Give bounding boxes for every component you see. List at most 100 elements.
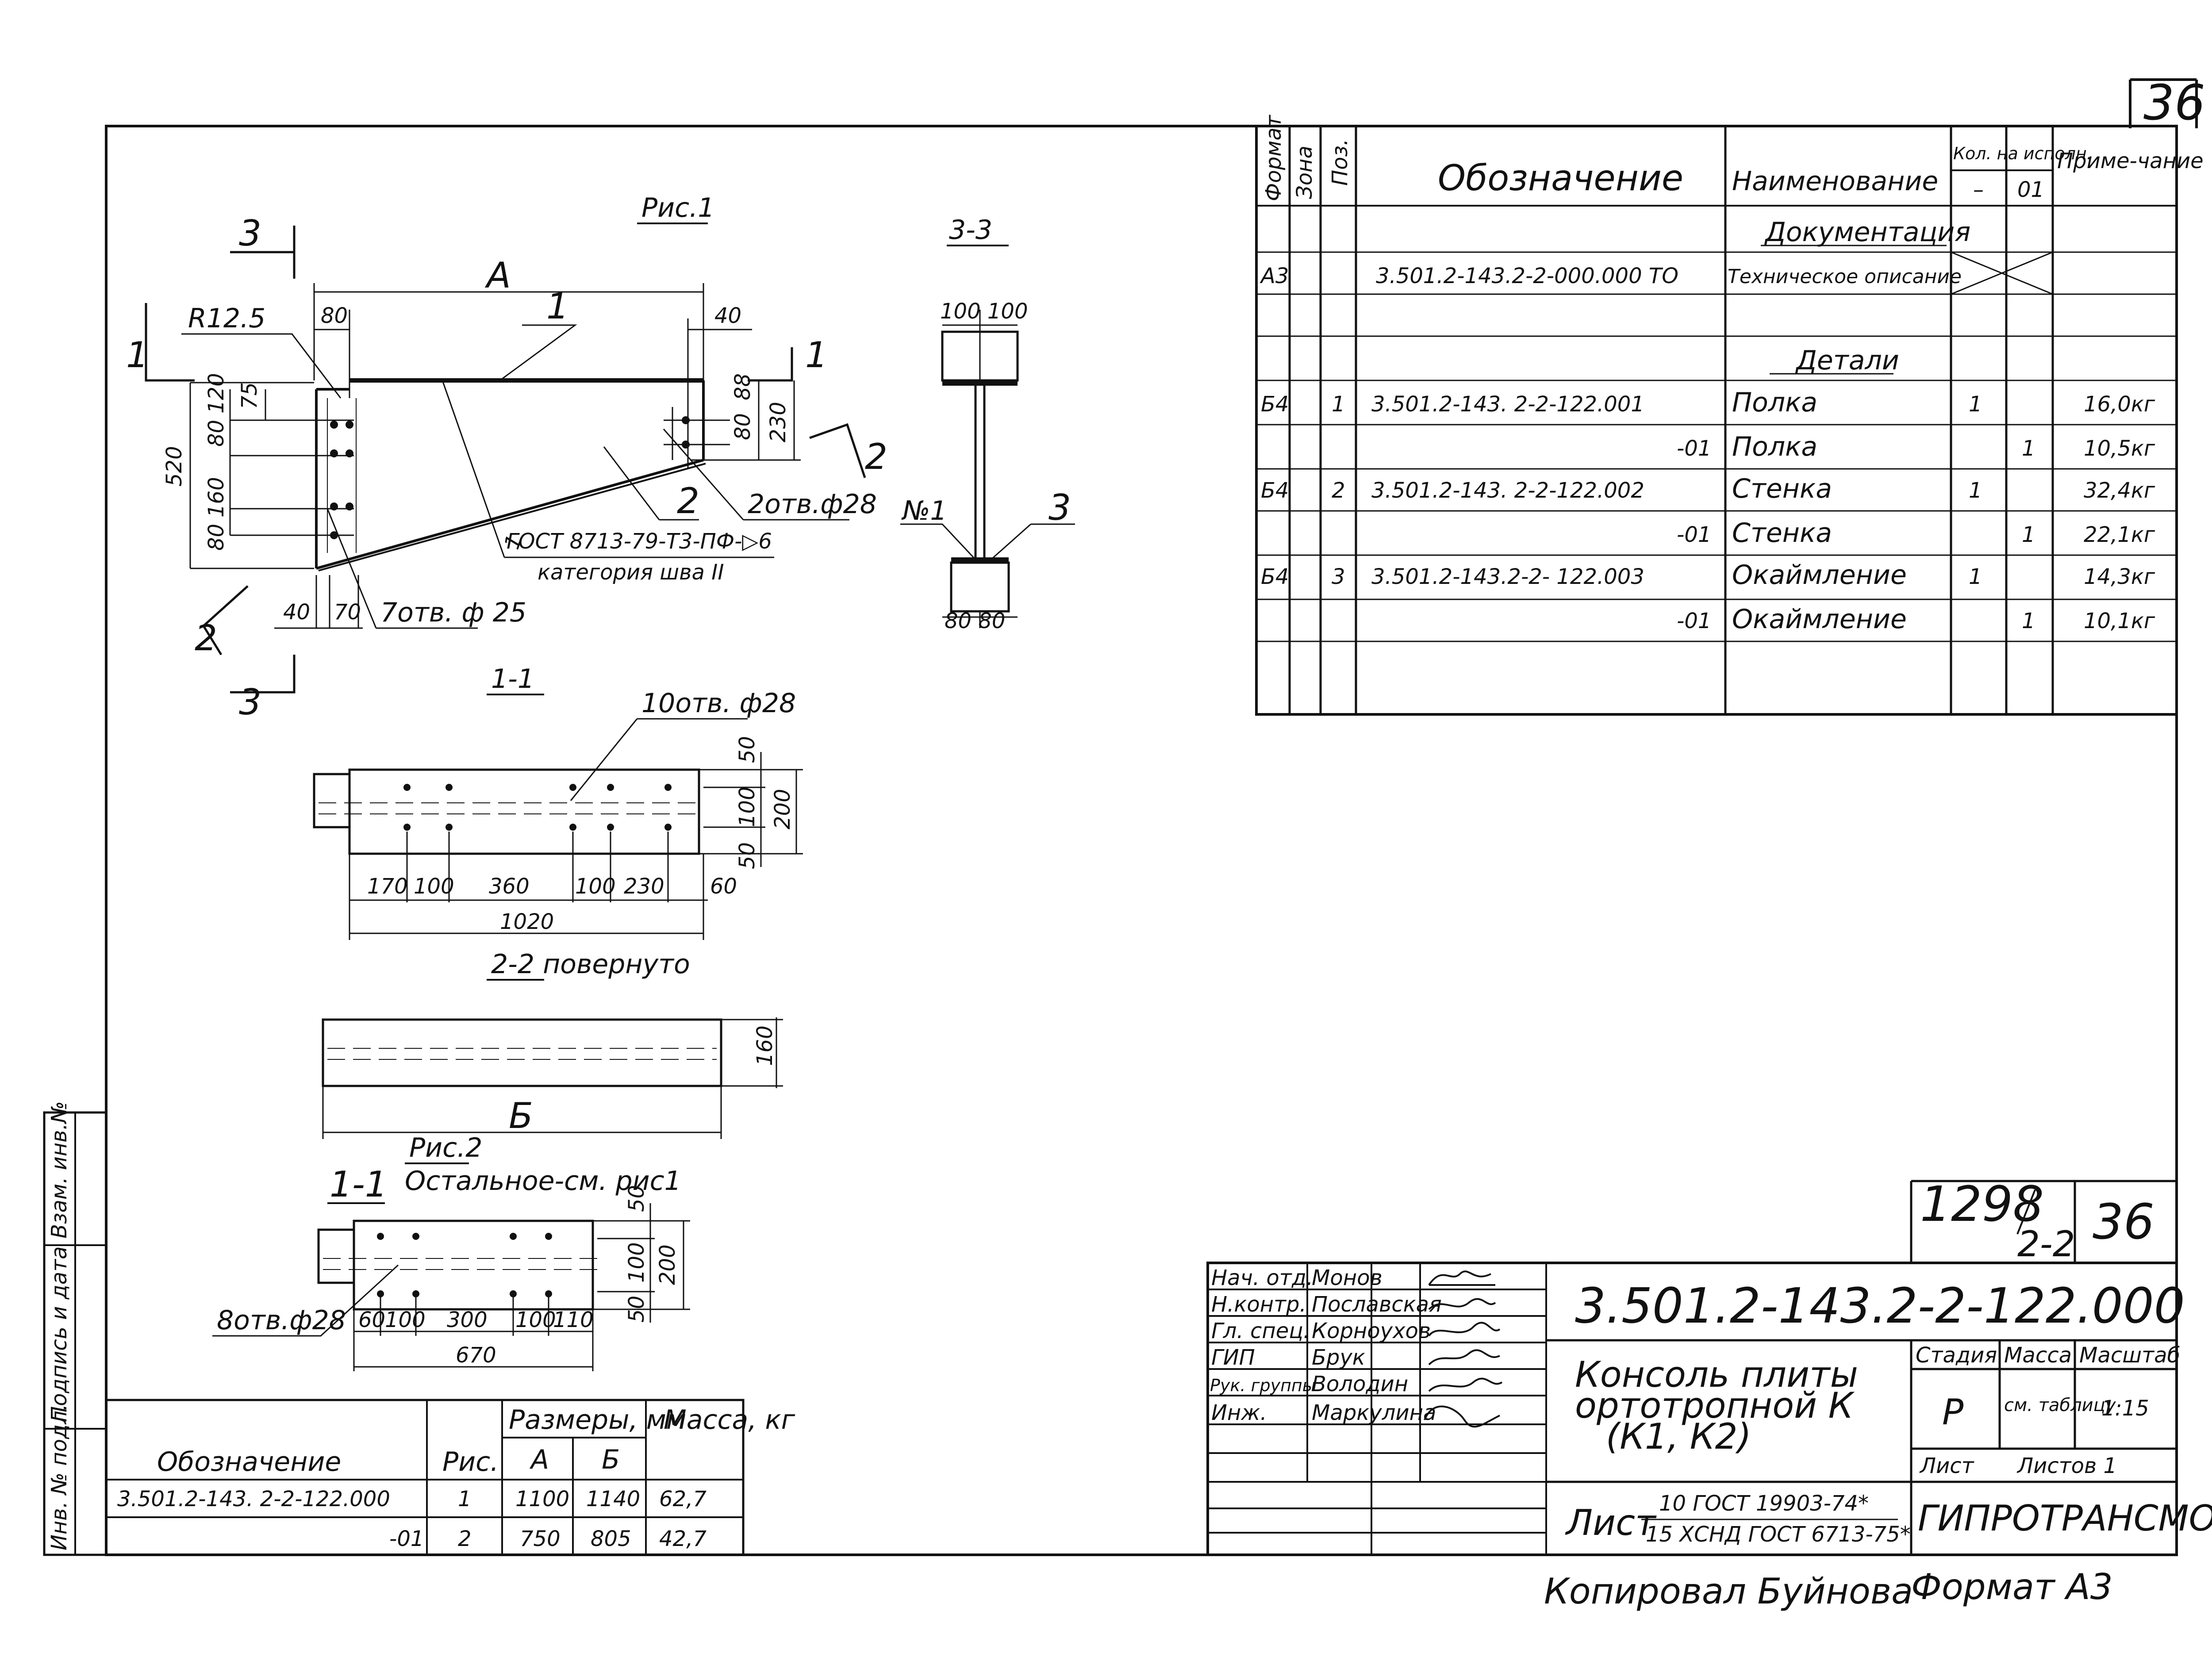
staff-5-name: Маркулина — [1312, 1400, 1436, 1425]
spec-row-9-qty-b: 1 — [2022, 609, 2035, 633]
dim-40-top: 40 — [714, 303, 741, 328]
spec-row-7-note: 22,1кг — [2084, 522, 2155, 547]
dim-230: 230 — [766, 402, 791, 442]
pos-2-label: 2 — [677, 480, 699, 522]
spec-row-8-format: Б4 — [1261, 564, 1289, 589]
dim-520: 520 — [162, 446, 187, 487]
spec-header-note: Приме-чание — [2057, 149, 2204, 173]
title-block-album-sub: 2-2 — [2017, 1224, 2075, 1265]
spec-row-9-note: 10,1кг — [2084, 609, 2155, 633]
size-table: Размеры, мм Масса, кг Обозначение Рис. А… — [105, 1399, 795, 1556]
figure-2-dim-3: 100 — [515, 1308, 556, 1332]
side-stamp-inv: Инв. № подл. — [47, 1404, 72, 1550]
figure-2-section: 1-1 — [330, 1164, 388, 1205]
section-2-2-dim-160: 160 — [753, 1025, 777, 1066]
figure-2-total: 670 — [456, 1343, 496, 1368]
staff-2-name: Корноухов — [1312, 1319, 1431, 1343]
section-1-1-a-dim-2: 360 — [489, 874, 530, 899]
size-row-0-a: 1100 — [515, 1487, 569, 1511]
figure-2-v200: 200 — [655, 1244, 680, 1285]
figure-1: Рис.1 3 3 A R12.5 80 40 1 1 1 520 — [126, 192, 887, 723]
spec-row-7-name: Стенка — [1732, 518, 1832, 548]
dim-80: 80 — [321, 303, 348, 328]
section-1-1-a-total: 1020 — [500, 909, 554, 934]
dim-80-left: 80 — [204, 420, 229, 447]
size-row-0-designation: 3.501.2-143. 2-2-122.000 — [117, 1487, 390, 1511]
spec-row-4-designation: 3.501.2-143. 2-2-122.001 — [1371, 392, 1644, 417]
spec-row-6-format: Б4 — [1261, 478, 1289, 503]
spec-table: Формат Зона Поз. Обозначение Наименовани… — [1255, 114, 2204, 716]
spec-header-pos: Поз. — [1328, 139, 1352, 186]
spec-row-8-designation: 3.501.2-143.2-2- 122.003 — [1371, 564, 1644, 589]
staff-1-name: Пославская — [1312, 1292, 1442, 1317]
spec-row-1-name: Техническое описание — [1728, 265, 1962, 288]
title-block-album: 1298 — [1920, 1176, 2044, 1232]
figure-2-v50a: 50 — [624, 1185, 649, 1212]
section-1-1-a-holes-dots — [403, 784, 672, 831]
spec-row-8-note: 14,3кг — [2084, 564, 2155, 589]
spec-row-6-designation: 3.501.2-143. 2-2-122.002 — [1371, 478, 1644, 503]
spec-row-5-name: Полка — [1732, 431, 1817, 462]
section-1-1-a-v50b: 50 — [735, 842, 760, 869]
staff-3-role: ГИП — [1211, 1345, 1255, 1370]
figure-2-dim-4: 110 — [553, 1308, 594, 1332]
title-block-material-2: 15 ХСНД ГОСТ 6713-75* — [1646, 1522, 1911, 1547]
size-row-1-mass: 42,7 — [659, 1527, 707, 1551]
dim-80-low: 80 — [204, 524, 229, 551]
dim-160: 160 — [204, 477, 229, 518]
staff-4-role: Рук. группы — [1210, 1376, 1316, 1395]
sheet-number: 36 — [2143, 74, 2205, 131]
title-block-scale-label: Масштаб — [2079, 1343, 2180, 1368]
section-3-3: 3-3 100 100 80 80 №1 3 — [900, 215, 1075, 633]
title-block-sheets-label: Листов 1 — [2016, 1454, 2117, 1478]
title-block-code: 3.501.2-143.2-2-122.000 — [1575, 1277, 2185, 1334]
section-1-mark-right: 1 — [805, 334, 828, 376]
title-block-sheet-label: Лист — [1919, 1454, 1975, 1478]
staff-0-name: Монов — [1312, 1266, 1382, 1290]
spec-row-8-qty-a: 1 — [1969, 564, 1982, 589]
spec-header-format: Формат — [1261, 114, 1286, 201]
title-block-material-label: Лист — [1565, 1502, 1657, 1543]
spec-header-qty: Кол. на исполн. — [1953, 144, 2092, 163]
spec-row-4-name: Полка — [1732, 387, 1817, 418]
spec-header-qty-a: – — [1973, 177, 1984, 202]
spec-header-qty-b: 01 — [2017, 177, 2044, 202]
figure-2-dim-0: 60 — [358, 1308, 385, 1332]
size-table-header-mass: Масса, кг — [664, 1404, 795, 1435]
spec-header-zone: Зона — [1292, 146, 1317, 199]
title-block-title-2: ортотропной К — [1575, 1385, 1855, 1426]
section-2-2-title: 2-2 повернуто — [491, 949, 690, 980]
title-block-stage: Р — [1942, 1392, 1964, 1433]
figure-2: Рис.2 Остальное-см. рис1 1-1 50 100 50 2… — [212, 1132, 690, 1371]
side-stamp: Инв. № подл. Подпись и дата Взам. инв.№ — [43, 1101, 108, 1556]
spec-row-1-format: А3 — [1260, 264, 1289, 288]
size-row-0-b: 1140 — [586, 1487, 640, 1511]
weld-note-line1: ГОСТ 8713-79-Т3-ПФ-▷6 — [507, 529, 772, 554]
staff-1-role: Н.контр. — [1211, 1292, 1306, 1317]
footer-format: Формат А3 — [1911, 1566, 2113, 1607]
section-1-1-a-dim-1: 100 — [414, 874, 454, 899]
spec-row-8-name: Окаймление — [1732, 560, 1907, 591]
size-row-1-a: 750 — [520, 1527, 561, 1551]
section-1-1-a-dim-5: 60 — [710, 874, 737, 899]
figure-2-dim-1: 100 — [385, 1308, 426, 1332]
section-1-1-a-holes: 10отв. ф28 — [641, 688, 796, 719]
spec-row-1-designation: 3.501.2-143.2-2-000.000 ТО — [1376, 264, 1678, 288]
footer-copied: Копировал Буйнова — [1544, 1571, 1913, 1612]
dim-80-right: 80 — [730, 413, 755, 440]
title-block-staff: Нач. отд. Монов Н.контр. Пославская Гл. … — [1210, 1266, 1442, 1425]
staff-0-role: Нач. отд. — [1211, 1266, 1313, 1290]
weld-note-line2: категория шва II — [538, 560, 724, 585]
title-block-sheet: 36 — [2093, 1193, 2154, 1250]
spec-header-designation: Обозначение — [1438, 157, 1683, 199]
holes-right-label: 2отв.ф28 — [748, 489, 877, 520]
spec-row-9-designation: -01 — [1677, 609, 1711, 633]
size-row-0-mass: 62,7 — [659, 1487, 707, 1511]
title-block: 1298 2-2 36 3.501.2-143.2-2-122.000 Конс… — [1206, 1176, 2212, 1556]
dim-88: 88 — [730, 373, 755, 400]
title-block-org: ГИПРОТРАНСМОСТ — [1918, 1498, 2212, 1539]
section-1-mark-left: 1 — [126, 334, 149, 376]
figure-2-note: Остальное-см. рис1 — [405, 1166, 681, 1197]
title-block-title-3: (К1, К2) — [1606, 1416, 1751, 1457]
